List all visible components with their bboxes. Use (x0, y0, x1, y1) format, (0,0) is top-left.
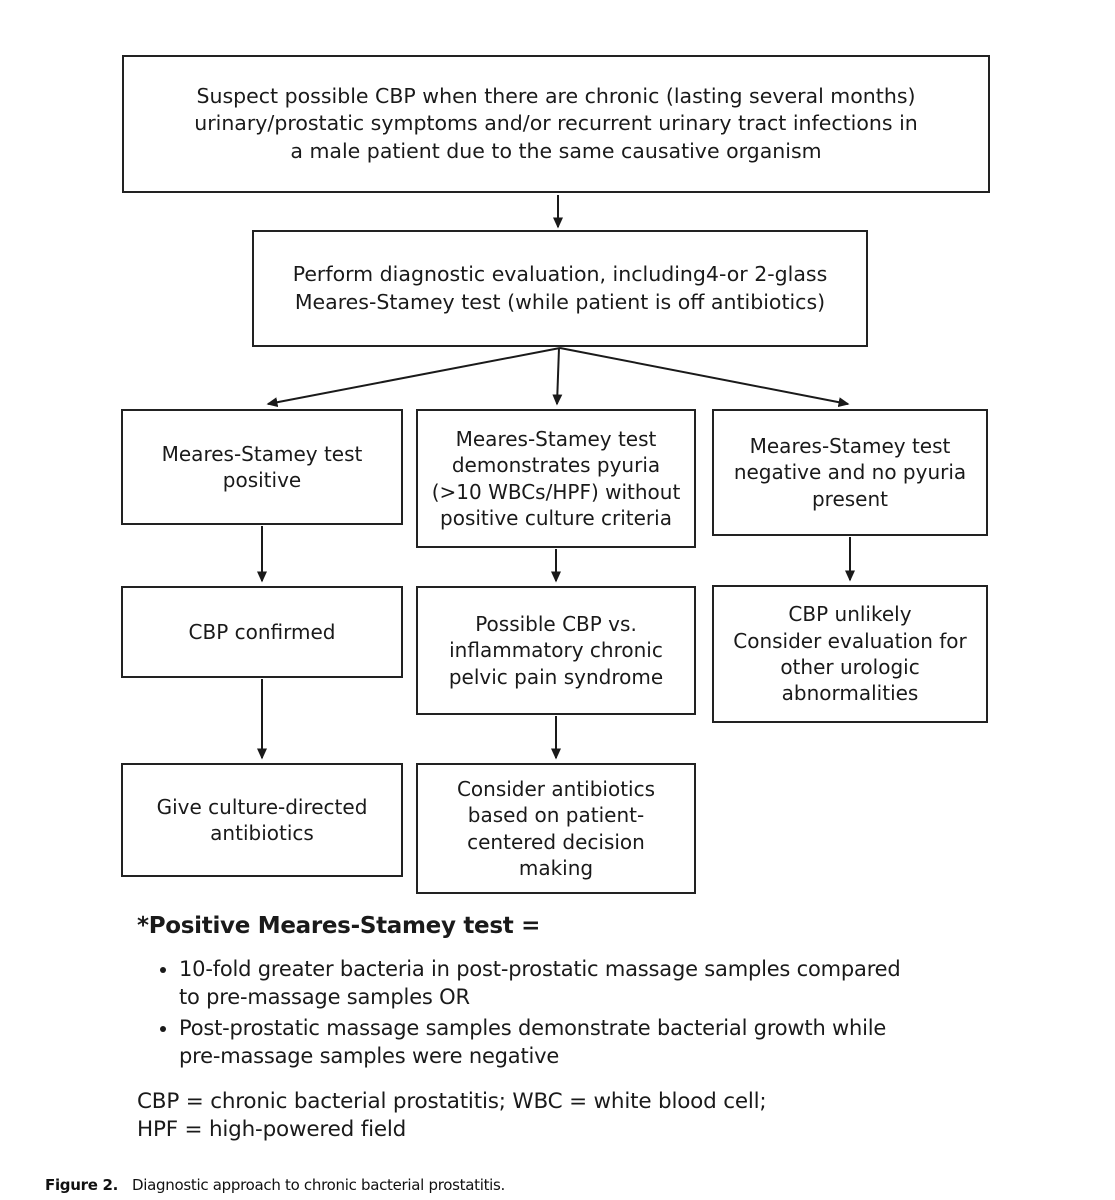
node-cbp-confirmed: CBP confirmed (121, 586, 403, 678)
node-consider-antibiotics-text: Consider antibiotics based on patient- c… (456, 776, 656, 880)
node-test-negative: Meares-Stamey test negative and no pyuri… (712, 409, 988, 536)
node-diagnostic-evaluation-text: Perform diagnostic evaluation, including… (292, 262, 828, 314)
footnote-bullet-list: 10-fold greater bacteria in post-prostat… (137, 955, 1039, 1073)
node-consider-antibiotics: Consider antibiotics based on patient- c… (416, 763, 696, 894)
node-culture-directed-antibiotics: Give culture-directed antibiotics (121, 763, 403, 877)
footnote-bullet-item: 10-fold greater bacteria in post-prostat… (179, 955, 1039, 1011)
node-culture-directed-antibiotics-text: Give culture-directed antibiotics (156, 794, 368, 845)
node-test-positive-text: Meares-Stamey test positive (161, 441, 363, 492)
figure-caption: Figure 2. Diagnostic approach to chronic … (45, 1176, 505, 1194)
arrow-evaluate-pyuria (552, 347, 563, 406)
footnote-heading: *Positive Meares-Stamey test = (137, 913, 541, 939)
node-test-negative-text: Meares-Stamey test negative and no pyuri… (733, 433, 967, 511)
node-diagnostic-evaluation: Perform diagnostic evaluation, including… (252, 230, 868, 347)
arrow-evaluate-positive (266, 347, 561, 408)
abbreviation-key: CBP = chronic bacterial prostatitis; WBC… (137, 1089, 767, 1142)
node-suspect-cbp: Suspect possible CBP when there are chro… (122, 55, 990, 193)
footnote-bullet-item: Post-prostatic massage samples demonstra… (179, 1014, 1039, 1070)
arrow-evaluate-negative (559, 347, 850, 408)
node-cbp-confirmed-text: CBP confirmed (188, 619, 336, 644)
node-suspect-cbp-text: Suspect possible CBP when there are chro… (194, 84, 918, 163)
node-possible-cbp-vs-cpps: Possible CBP vs. inflammatory chronic pe… (416, 586, 696, 715)
node-test-positive: Meares-Stamey test positive (121, 409, 403, 525)
node-test-pyuria: Meares-Stamey test demonstrates pyuria (… (416, 409, 696, 548)
figure-caption-label: Figure 2. (45, 1176, 119, 1194)
node-test-pyuria-text: Meares-Stamey test demonstrates pyuria (… (431, 426, 681, 530)
node-possible-cbp-vs-cpps-text: Possible CBP vs. inflammatory chronic pe… (448, 611, 664, 689)
figure-caption-text: Diagnostic approach to chronic bacterial… (132, 1176, 506, 1194)
node-cbp-unlikely: CBP unlikely Consider evaluation for oth… (712, 585, 988, 723)
node-cbp-unlikely-text: CBP unlikely Consider evaluation for oth… (733, 602, 967, 706)
